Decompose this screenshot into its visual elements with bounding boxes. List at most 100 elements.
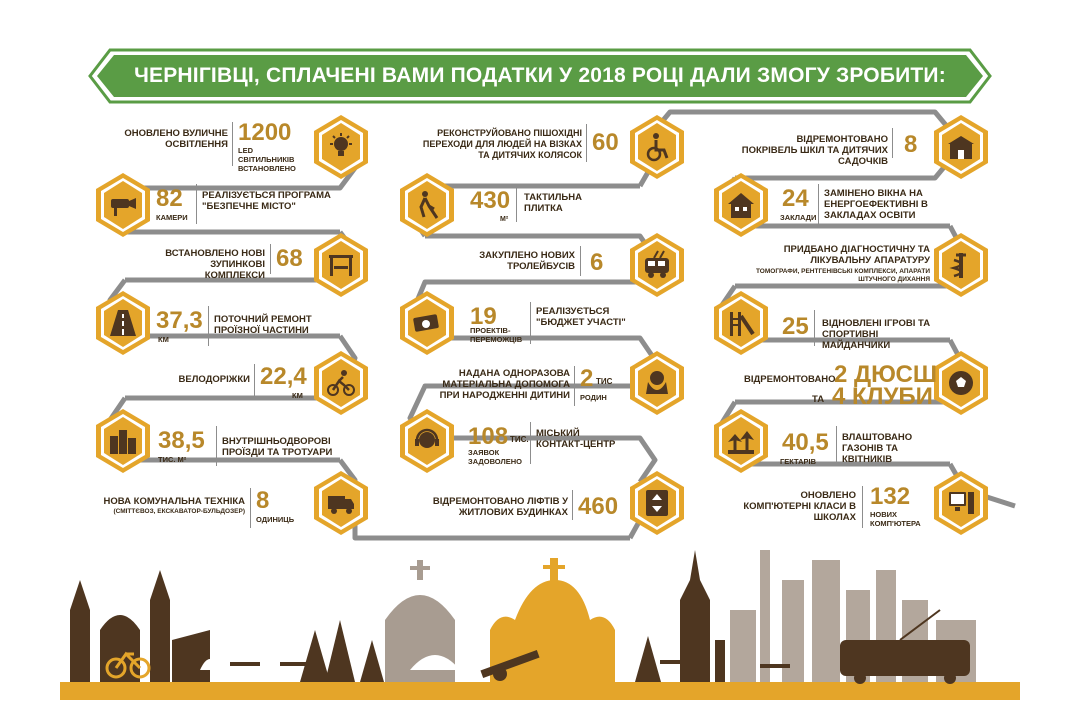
computers-label: ОНОВЛЕНО КОМП'ЮТЕРНІ КЛАСИ В ШКОЛАХ	[743, 490, 856, 523]
windows-unit: ЗАКЛАДИ	[780, 213, 817, 222]
lifts-label: ВІДРЕМОНТОВАНО ЛІФТІВ У ЖИТЛОВИХ БУДИНКА…	[432, 496, 568, 518]
trolley-value: 6	[590, 249, 604, 276]
buildings-icon	[110, 430, 136, 454]
bike-label: ВЕЛОДОРІЖКИ	[178, 374, 250, 385]
house-icon	[728, 193, 754, 218]
palm-badge	[712, 408, 770, 474]
lifts-value: 460	[578, 493, 619, 520]
computer-badge	[932, 470, 990, 536]
lawns-unit: ГЕКТАРІВ	[780, 457, 817, 466]
cameras-value: 82	[156, 185, 183, 212]
bus-stop-badge	[312, 232, 370, 298]
money-badge	[398, 290, 456, 356]
computers-value: 132	[870, 483, 911, 510]
football-icon	[949, 371, 973, 395]
cameras-label: РЕАЛІЗУЄТЬСЯ ПРОГРАМА "БЕЗПЕЧНЕ МІСТО"	[202, 190, 331, 212]
lawns-value: 40,5	[782, 429, 829, 456]
roofs-label: ВІДРЕМОНТОВАНО ПОКРІВЕЛЬ ШКІЛ ТА ДИТЯЧИХ…	[741, 134, 888, 167]
sport-value1: 2 ДЮСШ	[834, 361, 937, 388]
wheelchair-badge	[628, 114, 686, 180]
truck-badge	[312, 470, 370, 536]
palm-icon	[728, 431, 754, 454]
tech-unit: ОДИНИЦЬ	[256, 515, 295, 524]
budget-label: РЕАЛІЗУЄТЬСЯ "БЮДЖЕТ УЧАСТІ"	[536, 306, 626, 328]
lighting-value: 1200	[238, 119, 292, 146]
trolleybus-badge	[628, 232, 686, 298]
budget-value: 19	[470, 303, 497, 330]
school-icon	[948, 136, 974, 159]
cameras-unit: КАМЕРИ	[156, 213, 188, 222]
contact-value-unit: ТИС.	[510, 435, 529, 444]
road-badge	[94, 290, 152, 356]
blind-person-badge	[398, 172, 456, 238]
tech-value: 8	[256, 487, 270, 514]
headset-badge	[398, 408, 456, 474]
medical-label: ПРИДБАНО ДІАГНОСТИЧНУ ТА ЛІКУВАЛЬНУ АПАР…	[783, 244, 930, 266]
lighting-unit: LED СВІТИЛЬНИКІВ ВСТАНОВЛЕНО	[238, 146, 296, 173]
playgrounds-value: 25	[782, 313, 809, 340]
bike-unit: КМ	[292, 391, 303, 400]
birth-unit: РОДИН	[580, 393, 607, 402]
tactile-label: ТАКТИЛЬНА ПЛИТКА	[524, 192, 582, 214]
headset-icon	[415, 428, 439, 448]
budget-unit: ПРОЕКТІВ-ПЕРЕМОЖЦІВ	[470, 326, 523, 344]
trolley-label: ЗАКУПЛЕНО НОВИХ ТРОЛЕЙБУСІВ	[479, 250, 575, 272]
birth-label: НАДАНА ОДНОРАЗОВА МАТЕРІАЛЬНА ДОПОМОГА П…	[439, 368, 570, 401]
tactile-value: 430	[470, 187, 511, 214]
blind-person-icon	[419, 191, 439, 219]
road-icon	[110, 310, 136, 336]
sport-value2: 4 КЛУБИ	[832, 383, 933, 410]
lighting-label: ОНОВЛЕНО ВУЛИЧНЕ ОСВІТЛЕННЯ	[124, 128, 228, 150]
sport-mid: ТА	[812, 394, 825, 405]
playgrounds-label: ВІДНОВЛЕНІ ІГРОВІ ТА СПОРТИВНІ МАЙДАНЧИК…	[822, 318, 931, 351]
road-unit: КМ	[158, 335, 169, 344]
truck-icon	[328, 496, 354, 514]
page-title: ЧЕРНІГІВЦІ, СПЛАЧЕНІ ВАМИ ПОДАТКИ У 2018…	[134, 64, 946, 87]
baby-badge	[628, 350, 686, 416]
elevator-icon	[646, 490, 668, 516]
lightbulb-icon	[330, 133, 352, 156]
roofs-value: 8	[904, 131, 918, 158]
camera-icon	[111, 198, 136, 216]
tactile-unit: М²	[500, 216, 509, 223]
bike-value: 22,4	[260, 363, 307, 390]
elevator-badge	[628, 470, 686, 536]
medical-icon	[949, 253, 966, 278]
city-skyline	[60, 550, 1020, 700]
computer-icon	[949, 492, 974, 514]
slide-badge	[712, 290, 770, 356]
school-badge	[932, 114, 990, 180]
crossings-value: 60	[592, 129, 619, 156]
wheelchair-icon	[646, 133, 669, 162]
stops-label: ВСТАНОВЛЕНО НОВІ ЗУПИНКОВІ КОМПЛЕКСИ	[165, 248, 265, 281]
contact-value: 108	[468, 423, 509, 450]
yards-label: ВНУТРІШНЬОДВОРОВІ ПРОЇЗДИ ТА ТРОТУАРИ	[222, 436, 333, 458]
cyclist-badge	[312, 350, 370, 416]
camera-badge	[94, 172, 152, 238]
yards-unit: ТИС. М²	[158, 455, 187, 464]
crossings-label: РЕКОНСТРУЙОВАНО ПІШОХІДНІ ПЕРЕХОДИ ДЛЯ Л…	[422, 128, 582, 160]
football-badge	[932, 350, 990, 416]
road-label: ПОТОЧНИЙ РЕМОНТ ПРОЇЗНОЇ ЧАСТИНИ	[214, 314, 312, 336]
birth-value: 2	[580, 365, 594, 392]
windows-value: 24	[782, 185, 809, 212]
cyclist-icon	[327, 370, 355, 396]
yards-value: 38,5	[158, 427, 205, 454]
birth-value-unit: ТИС	[596, 377, 613, 386]
lightbulb-badge	[312, 114, 370, 180]
house-badge	[712, 172, 770, 238]
tech-label: НОВА КОМУНАЛЬНА ТЕХНІКА	[103, 496, 245, 507]
stops-value: 68	[276, 245, 303, 272]
money-icon	[413, 314, 439, 332]
medical-badge	[932, 232, 990, 298]
windows-label: ЗАМІНЕНО ВІКНА НА ЕНЕРГОЕФЕКТИВНІ В ЗАКЛ…	[824, 188, 928, 221]
sport-label: ВІДРЕМОНТОВАНО	[744, 374, 836, 385]
bus-stop-icon	[329, 255, 353, 276]
buildings-badge	[94, 408, 152, 474]
medical-sub: ТОМОГРАФИ, РЕНТГЕНІВСЬКІ КОМПЛЕКСИ, АПАР…	[755, 268, 930, 283]
trolleybus-icon	[645, 250, 669, 278]
computers-unit: НОВИХ КОМП'ЮТЕРА	[870, 510, 921, 528]
slide-icon	[730, 312, 755, 336]
lawns-label: ВЛАШТОВАНО ГАЗОНІВ ТА КВІТНИКІВ	[842, 432, 913, 465]
